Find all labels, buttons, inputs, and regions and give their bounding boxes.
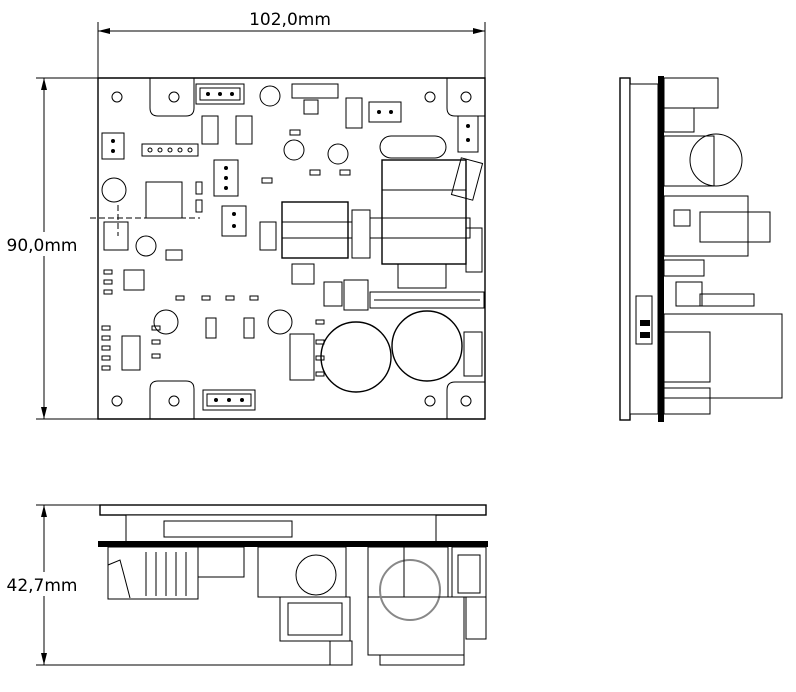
crystal (379, 135, 447, 159)
connector-left (101, 132, 125, 160)
capacitor-side (379, 559, 441, 621)
transformer-left (281, 201, 353, 259)
connector-right (368, 101, 479, 153)
transformer-right (369, 159, 471, 289)
pcb-side-view (619, 76, 783, 422)
height-label: 90,0mm (7, 236, 78, 256)
width-dimension: 102,0mm (97, 10, 486, 80)
depth-dimension: 42,7mm (2, 504, 330, 666)
depth-label: 42,7mm (7, 576, 78, 596)
connector-center (213, 159, 247, 237)
mounting-holes (111, 91, 472, 407)
connector-top (195, 83, 245, 105)
pin-header (141, 143, 199, 157)
capacitor-2 (391, 310, 463, 382)
pcb-front-view (98, 504, 488, 666)
width-label: 102,0mm (249, 10, 331, 30)
pcb-top-view (90, 77, 486, 420)
heat-sink (107, 546, 199, 600)
height-dimension: 90,0mm (2, 77, 100, 420)
connector-bottom (202, 389, 256, 411)
capacitor-1 (320, 321, 392, 393)
ic-chip (145, 181, 183, 219)
smd-parts (101, 129, 351, 377)
